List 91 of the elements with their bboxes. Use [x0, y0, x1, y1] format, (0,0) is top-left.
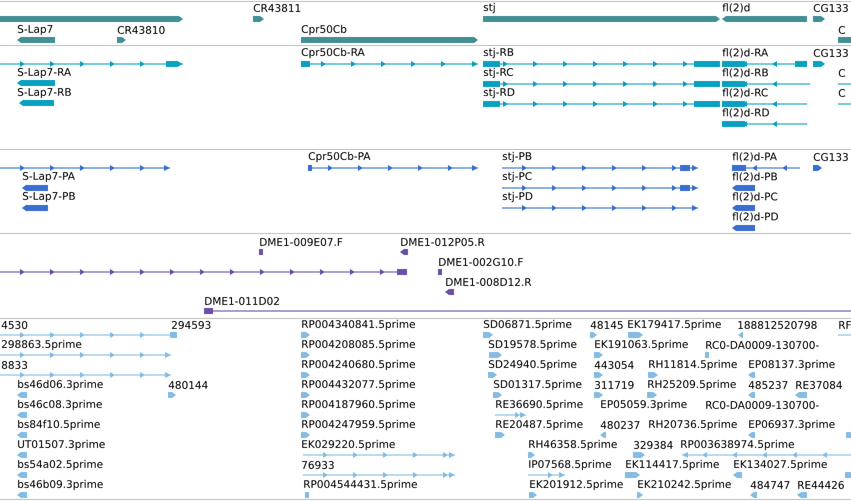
feature-label: stj-RB: [484, 48, 514, 58]
feature-label: bs46c08.3prime: [18, 400, 102, 410]
feature-label: DME1-009E07.F: [260, 238, 342, 246]
feature-label: CG133: [814, 4, 848, 12]
feature-label: RC0-DA0009-130700-: [706, 341, 819, 349]
feature-label: fl(2)d-PD: [732, 212, 778, 222]
feature-label: CG133: [814, 153, 848, 161]
feature-label: fl(2)d-PA: [732, 152, 777, 162]
feature-label: stj: [484, 2, 495, 14]
feature-label: RP004544431.5prime: [304, 480, 417, 490]
feature-label: EK029220.5prime: [302, 440, 395, 450]
feature-label: EK134027.5prime: [734, 460, 827, 470]
feature-label: C: [838, 89, 845, 97]
feature-label: S-Lap7-RB: [18, 88, 71, 98]
feature-label: SD19578.5prime: [488, 340, 576, 350]
feature-label: stj-RD: [484, 88, 514, 98]
feature-label: RE36690.5prime: [496, 400, 583, 410]
feature-label: 4530: [2, 321, 28, 329]
feature-label: fl(2)d: [722, 3, 750, 13]
feature-label: Cpr50Cb: [302, 24, 346, 36]
feature-label: SD06871.5prime: [484, 320, 572, 330]
feature-label: fl(2)d-RB: [722, 68, 768, 78]
feature-label: 188812520798: [738, 321, 817, 329]
feature-label: S-Lap7: [18, 25, 52, 35]
feature-label: S-Lap7-PA: [22, 172, 75, 182]
feature-label: 294593: [172, 321, 210, 329]
feature-label: 48145: [590, 321, 623, 329]
feature-label: 76933: [302, 461, 334, 469]
feature-label: EK201912.5prime: [530, 480, 623, 490]
feature-label: UT01507.3prime: [18, 440, 105, 450]
feature-label: SD24940.5prime: [488, 360, 576, 370]
feature-label: RH11814.5prime: [649, 360, 737, 370]
feature-label: CR43810: [118, 26, 165, 34]
feature-label: CG133: [814, 49, 848, 57]
feature-label: stj-PB: [502, 152, 532, 162]
feature-label: fl(2)d-RA: [722, 48, 768, 58]
feature-label: bs84f10.5prime: [18, 420, 100, 430]
feature-label: bs54a02.5prime: [18, 460, 103, 470]
feature-label: 485237: [748, 381, 788, 389]
feature-label: bs46b09.3prime: [18, 480, 103, 490]
feature-label: EK191063.5prime: [595, 340, 688, 350]
feature-label: stj-RC: [484, 68, 514, 78]
feature-label: 480144: [168, 381, 208, 389]
feature-label: EK114417.5prime: [626, 460, 719, 470]
feature-label: RH20736.5prime: [649, 420, 737, 430]
feature-label: RP003638974.5prime: [681, 440, 794, 450]
feature-label: EP05059.3prime: [601, 400, 687, 410]
feature-label: EK210242.5prime: [638, 480, 731, 490]
feature-label: S-Lap7-RA: [18, 68, 72, 78]
feature-label: stj-PD: [502, 192, 532, 202]
feature-label: SD01317.5prime: [494, 380, 582, 390]
feature-label: DME1-012P05.R: [401, 238, 484, 246]
feature-label: 311719: [595, 381, 634, 389]
feature-label: fl(2)d-RC: [722, 88, 768, 98]
feature-label: RF: [839, 321, 851, 329]
feature-label: RP004208085.5prime: [302, 340, 415, 350]
feature-label: RP004187960.5prime: [302, 400, 415, 410]
feature-label: EP08137.3prime: [749, 360, 835, 370]
feature-label: 484747: [750, 481, 790, 489]
feature-label: RP004247959.5prime: [302, 420, 415, 430]
feature-label: bs46d06.3prime: [18, 380, 103, 390]
feature-label: 329384: [634, 441, 673, 449]
feature-label: C: [838, 26, 845, 34]
feature-label: C: [838, 69, 845, 77]
feature-label: RP004432077.5prime: [302, 380, 415, 390]
feature-label: EK179417.5prime: [628, 320, 721, 330]
feature-label: stj-PC: [502, 172, 532, 182]
feature-label: DME1-002G10.F: [439, 258, 523, 266]
feature-label: DME1-011D02: [205, 297, 279, 305]
feature-label: 298863.5prime: [2, 340, 82, 350]
feature-label: RH25209.5prime: [648, 380, 736, 390]
feature-label: RE20487.5prime: [496, 420, 583, 430]
feature-label: Cpr50Cb-PA: [308, 152, 370, 162]
feature-label: 480237: [600, 421, 640, 429]
feature-label: RE37084: [796, 381, 842, 389]
feature-label: RP004340841.5prime: [302, 320, 415, 330]
feature-label: RP004240680.5prime: [302, 360, 415, 370]
feature-label: fl(2)d-PB: [732, 172, 777, 182]
feature-label: 8833: [2, 361, 28, 369]
feature-label: fl(2)d-PC: [732, 192, 778, 202]
feature-label: DME1-008D12.R: [446, 278, 532, 286]
feature-label: 443054: [594, 361, 634, 369]
feature-label: RH46358.5prime: [529, 440, 617, 450]
feature-label: RE44426: [798, 481, 844, 489]
feature-label: S-Lap7-PB: [22, 192, 75, 202]
feature-label: fl(2)d-RD: [722, 108, 769, 118]
feature-label: RC0-DA0009-130700-: [706, 401, 819, 409]
feature-label: IP07568.5prime: [529, 460, 612, 470]
feature-label: CR43811: [254, 4, 300, 12]
feature-label: EP06937.3prime: [749, 420, 835, 430]
feature-label: Cpr50Cb-RA: [302, 48, 365, 58]
